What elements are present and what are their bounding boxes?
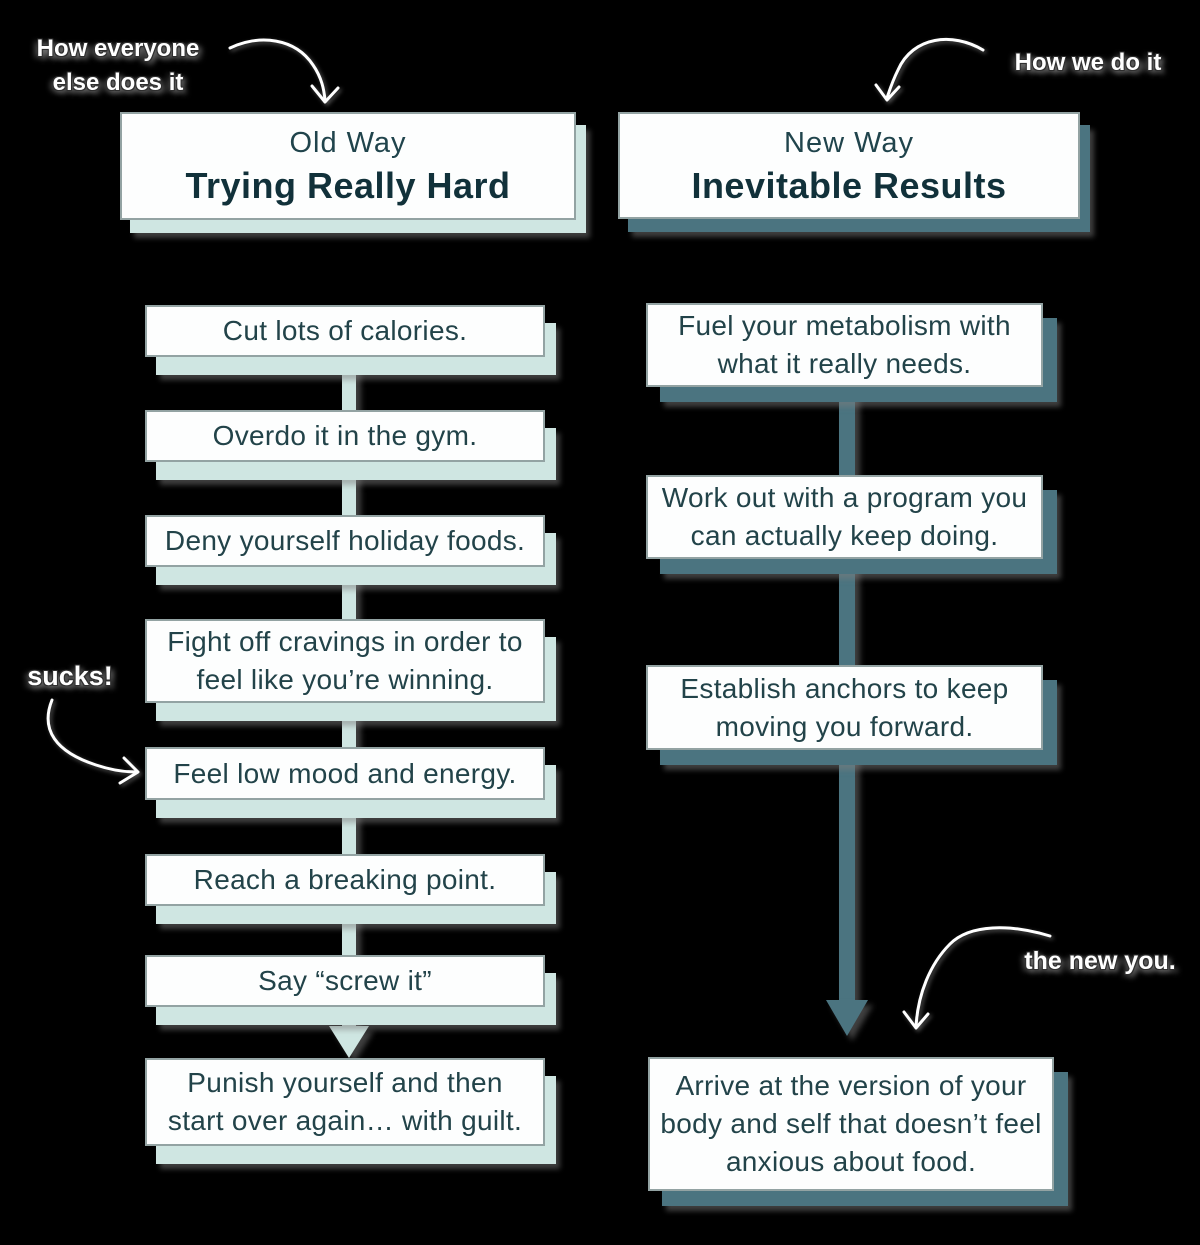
old-way-step: Fight off cravings in order to feel like… xyxy=(145,619,545,703)
step-text: Work out with a program you xyxy=(661,482,1028,513)
old-way-title: Trying Really Hard xyxy=(185,165,511,206)
step-text: Say “screw it” xyxy=(258,965,432,996)
old-way-eyebrow: Old Way xyxy=(289,127,407,159)
step-text: what it really needs. xyxy=(717,348,972,379)
annotation-line: else does it xyxy=(52,69,184,96)
new-way-step: Fuel your metabolism with what it really… xyxy=(646,303,1043,387)
step-text: Reach a breaking point. xyxy=(193,864,497,895)
curved-arrow-icon xyxy=(228,38,340,104)
annotation-line: the new you. xyxy=(1024,947,1176,975)
annotation-line: sucks! xyxy=(27,661,113,691)
step-text: feel like you’re winning. xyxy=(196,664,494,695)
old-way-header: Old Way Trying Really Hard xyxy=(120,112,576,220)
old-way-arrowhead-icon xyxy=(329,1026,369,1058)
step-text: body and self that doesn’t feel xyxy=(660,1108,1042,1139)
old-way-step: Deny yourself holiday foods. xyxy=(145,515,545,567)
annotation-how-everyone: How everyone else does it xyxy=(18,32,218,100)
old-way-step: Feel low mood and energy. xyxy=(145,747,545,800)
annotation-sucks: sucks! xyxy=(20,660,120,692)
new-way-step: Arrive at the version of your body and s… xyxy=(648,1057,1054,1191)
new-way-arrowhead-icon xyxy=(826,1000,868,1036)
step-text: Punish yourself and then xyxy=(187,1067,503,1098)
step-text: Fuel your metabolism with xyxy=(678,310,1011,341)
new-way-step: Establish anchors to keep moving you for… xyxy=(646,665,1043,750)
old-way-step: Reach a breaking point. xyxy=(145,854,545,906)
new-way-eyebrow: New Way xyxy=(784,126,914,159)
step-text: anxious about food. xyxy=(725,1146,977,1177)
step-text: Arrive at the version of your xyxy=(675,1070,1027,1101)
step-text: can actually keep doing. xyxy=(690,520,999,551)
step-text: Fight off cravings in order to xyxy=(167,626,523,657)
annotation-new-you: the new you. xyxy=(1005,946,1195,976)
curved-arrow-icon xyxy=(874,37,985,102)
step-text: moving you forward. xyxy=(715,710,974,742)
old-way-step: Overdo it in the gym. xyxy=(145,410,545,462)
annotation-line: How everyone xyxy=(36,35,200,62)
step-text: Cut lots of calories. xyxy=(222,315,468,346)
step-text: Deny yourself holiday foods. xyxy=(164,525,526,556)
step-text: start over again… with guilt. xyxy=(167,1105,523,1136)
new-way-step: Work out with a program you can actually… xyxy=(646,475,1043,559)
new-way-header: New Way Inevitable Results xyxy=(618,112,1080,219)
new-way-title: Inevitable Results xyxy=(691,164,1007,206)
step-text: Feel low mood and energy. xyxy=(173,757,517,789)
annotation-how-we: How we do it xyxy=(998,48,1178,78)
step-text: Establish anchors to keep xyxy=(680,672,1009,704)
old-way-step: Punish yourself and then start over agai… xyxy=(145,1058,545,1146)
old-way-step: Cut lots of calories. xyxy=(145,305,545,357)
step-text: Overdo it in the gym. xyxy=(212,420,478,451)
curved-arrow-icon xyxy=(46,698,140,785)
old-way-step: Say “screw it” xyxy=(145,955,545,1007)
annotation-line: How we do it xyxy=(1014,49,1162,76)
curved-arrow-icon xyxy=(902,926,1052,1030)
